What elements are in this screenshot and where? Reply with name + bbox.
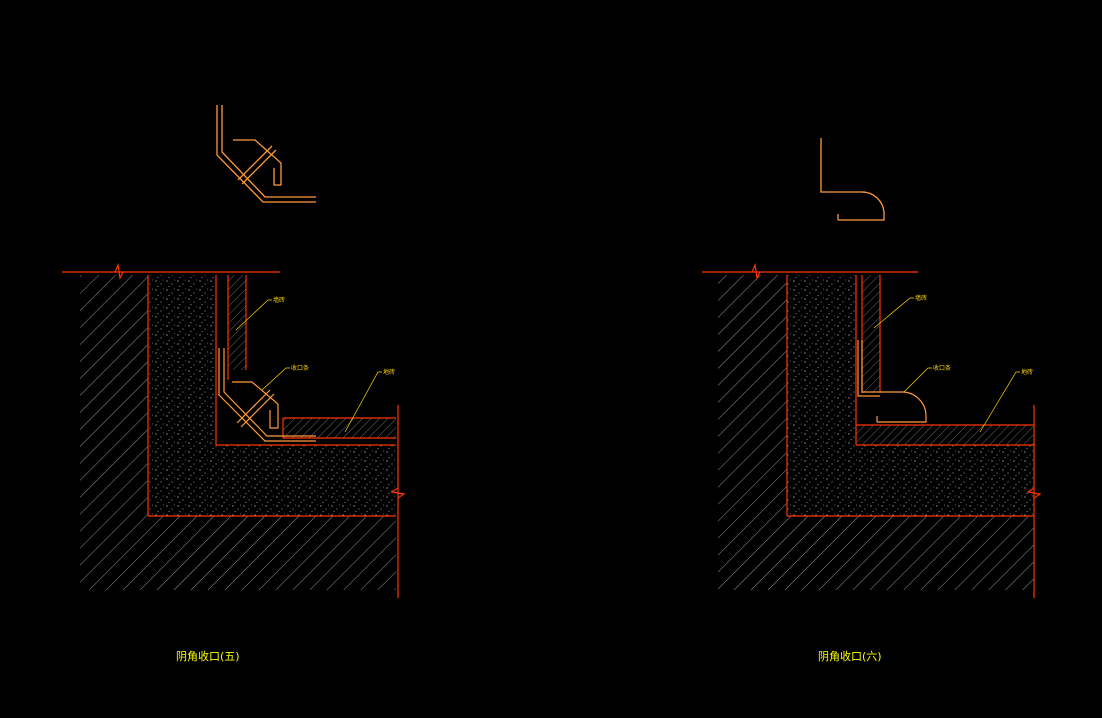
label-trim: 收口条 [291, 364, 309, 372]
section-five: 墙砖 收口条 地砖 [62, 262, 406, 598]
caption-five: 阴角收口(五) [176, 649, 240, 663]
label-wall-tile: 墙砖 [915, 294, 927, 302]
trim-profile-sketch-six [820, 138, 885, 221]
floor-tile [283, 418, 396, 438]
masonry-hatch [718, 275, 1034, 590]
trim-profile-sketch-five [216, 105, 316, 203]
detail-five: 墙砖 收口条 地砖 阴角收口(五) [62, 105, 406, 663]
label-floor-tile: 地砖 [383, 368, 395, 376]
section-six: 墙砖 收口条 地砖 [702, 262, 1042, 598]
label-wall-tile: 墙砖 [273, 296, 285, 304]
floor-tile [856, 425, 1034, 445]
label-floor-tile: 地砖 [1021, 368, 1033, 376]
wall-tile [228, 275, 246, 370]
concrete-fill [787, 275, 1034, 516]
masonry-hatch [80, 275, 396, 590]
caption-six: 阴角收口(六) [818, 649, 882, 663]
wall-tile [862, 275, 880, 393]
label-trim: 收口条 [933, 364, 951, 372]
concrete-fill [148, 275, 396, 516]
detail-six: 墙砖 收口条 地砖 阴角收口(六) [702, 138, 1042, 663]
